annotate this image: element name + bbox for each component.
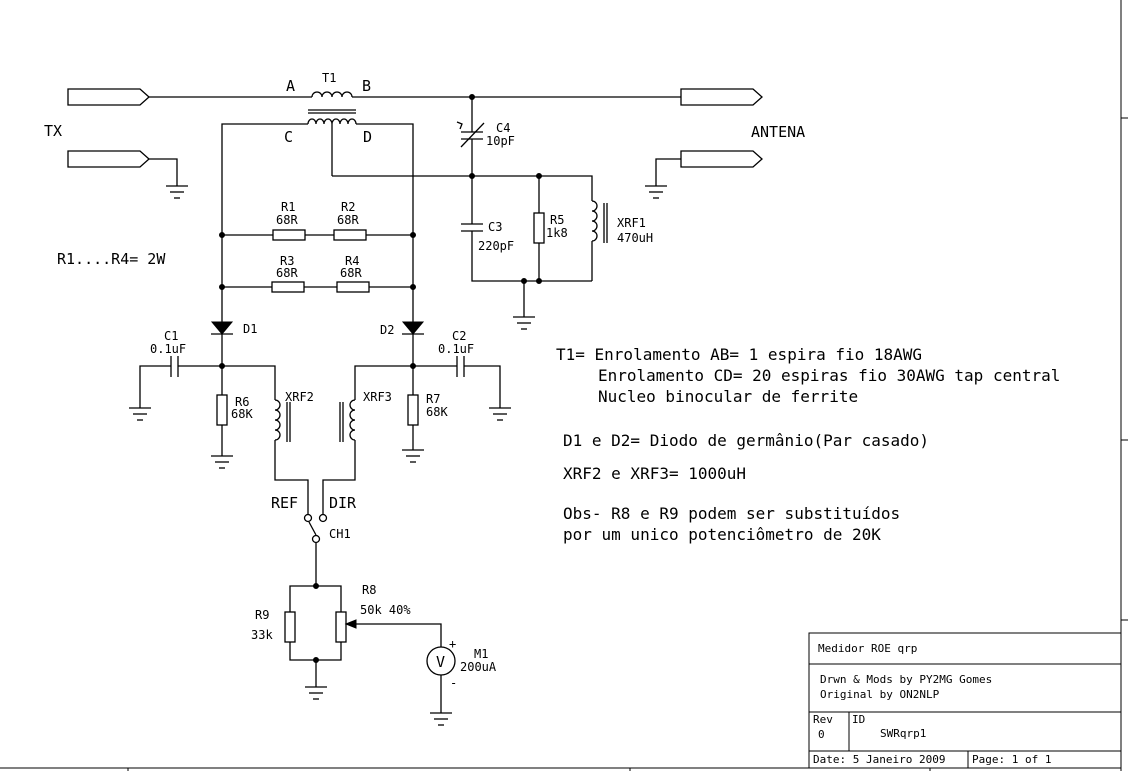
ground-symbol bbox=[513, 278, 542, 330]
title-block-id-value: SWRqrp1 bbox=[880, 727, 926, 740]
xrf2-ref-label: XRF2 bbox=[285, 390, 314, 404]
antena-port-signal bbox=[680, 88, 763, 106]
m1-value-label: 200uA bbox=[460, 660, 497, 674]
m1-ref-label: M1 bbox=[474, 647, 488, 661]
r8-wiper-arrow bbox=[344, 619, 442, 647]
c4-value-label: 10pF bbox=[486, 134, 515, 148]
note-t1-line1: T1= Enrolamento AB= 1 espira fio 18AWG bbox=[556, 345, 922, 364]
m1-plus-sign: + bbox=[449, 637, 456, 651]
r2-value-label: 68R bbox=[337, 213, 359, 227]
r7-value-label: 68K bbox=[426, 405, 448, 419]
r4-value-label: 68R bbox=[340, 266, 362, 280]
m1-symbol: V bbox=[436, 653, 445, 671]
tx-port-ground bbox=[67, 150, 178, 186]
note-obs-line1: Obs- R8 e R9 podem ser substituídos bbox=[563, 504, 900, 523]
ch1-switch bbox=[303, 513, 328, 586]
title-block-id-label: ID bbox=[852, 713, 865, 726]
note-t1-line3: Nucleo binocular de ferrite bbox=[598, 387, 858, 406]
title-block-original: Original by ON2NLP bbox=[820, 688, 940, 701]
notes-block: T1= Enrolamento AB= 1 espira fio 18AWG E… bbox=[556, 345, 1060, 544]
r6-resistor bbox=[211, 366, 233, 469]
t1-transformer bbox=[307, 91, 357, 176]
r9-ref-label: R9 bbox=[255, 608, 269, 622]
t1-terminal-b: B bbox=[362, 77, 371, 95]
note-chokes: XRF2 e XRF3= 1000uH bbox=[563, 464, 746, 483]
c4-trimmer-capacitor bbox=[456, 94, 485, 176]
r5-resistor bbox=[533, 176, 545, 281]
c3-capacitor bbox=[461, 176, 592, 282]
title-block-page: Page: 1 of 1 bbox=[972, 753, 1051, 766]
r9-value-label: 33k bbox=[251, 628, 273, 642]
title-block bbox=[808, 632, 1122, 769]
c2-capacitor bbox=[410, 356, 511, 421]
r8-ref-label: R8 bbox=[362, 583, 376, 597]
xrf1-value-label: 470uH bbox=[617, 231, 653, 245]
t1-terminal-d: D bbox=[363, 128, 372, 146]
ch1-ref-label: CH1 bbox=[329, 527, 351, 541]
r3-value-label: 68R bbox=[276, 266, 298, 280]
r5-ref-label: R5 bbox=[550, 213, 564, 227]
xrf1-ref-label: XRF1 bbox=[617, 216, 646, 230]
r4-ref-label: R4 bbox=[345, 254, 359, 268]
ch1-ref-text: REF bbox=[271, 494, 298, 512]
c3-ref-label: C3 bbox=[488, 220, 502, 234]
c3-value-label: 220pF bbox=[478, 239, 514, 253]
title-block-date: Date: 5 Janeiro 2009 bbox=[813, 753, 945, 766]
ground-symbol bbox=[645, 185, 667, 199]
r5-value-label: 1k8 bbox=[546, 226, 568, 240]
m1-voltmeter bbox=[426, 646, 456, 726]
d1-ref-label: D1 bbox=[243, 322, 257, 336]
xrf2-inductor bbox=[222, 365, 309, 514]
c4-ref-label: C4 bbox=[496, 121, 510, 135]
c1-value-label: 0.1uF bbox=[150, 342, 186, 356]
d2-ref-label: D2 bbox=[380, 323, 394, 337]
d2-diode bbox=[401, 321, 425, 366]
ground-symbol bbox=[166, 185, 188, 199]
title-block-rev-value: 0 bbox=[818, 728, 825, 741]
resistor-power-note: R1....R4= 2W bbox=[57, 250, 166, 268]
c1-ref-label: C1 bbox=[164, 329, 178, 343]
xrf1-inductor bbox=[591, 200, 608, 281]
xrf3-inductor bbox=[322, 365, 413, 514]
r7-resistor bbox=[402, 366, 424, 463]
title-block-drawn: Drwn & Mods by PY2MG Gomes bbox=[820, 673, 992, 686]
d1-diode bbox=[210, 321, 234, 366]
t1-ref-label: T1 bbox=[322, 71, 336, 85]
tx-port-signal bbox=[67, 88, 150, 106]
r7-ref-label: R7 bbox=[426, 392, 440, 406]
t1-terminal-c: C bbox=[284, 128, 293, 146]
antena-label: ANTENA bbox=[751, 123, 805, 141]
c2-value-label: 0.1uF bbox=[438, 342, 474, 356]
r3-ref-label: R3 bbox=[280, 254, 294, 268]
r1-value-label: 68R bbox=[276, 213, 298, 227]
r6-value-label: 68K bbox=[231, 407, 253, 421]
title-block-title: Medidor ROE qrp bbox=[818, 642, 917, 655]
antena-port-ground bbox=[655, 150, 763, 186]
r6-ref-label: R6 bbox=[235, 395, 249, 409]
ch1-dir-text: DIR bbox=[329, 494, 357, 512]
note-t1-line2: Enrolamento CD= 20 espiras fio 30AWG tap… bbox=[598, 366, 1060, 385]
note-diodes: D1 e D2= Diodo de germânio(Par casado) bbox=[563, 431, 929, 450]
c2-ref-label: C2 bbox=[452, 329, 466, 343]
title-block-rev-label: Rev bbox=[813, 713, 833, 726]
r8-value-label: 50k 40% bbox=[360, 603, 411, 617]
m1-minus-sign: - bbox=[450, 676, 457, 690]
r2-ref-label: R2 bbox=[341, 200, 355, 214]
r8-r9-network bbox=[284, 583, 347, 700]
t1-terminal-a: A bbox=[286, 77, 295, 95]
note-obs-line2: por um unico potenciômetro de 20K bbox=[563, 525, 881, 544]
r1-ref-label: R1 bbox=[281, 200, 295, 214]
r3-r4-branch bbox=[219, 281, 416, 293]
tx-label: TX bbox=[44, 122, 62, 140]
c1-capacitor bbox=[129, 356, 225, 421]
xrf3-ref-label: XRF3 bbox=[363, 390, 392, 404]
r1-r2-branch bbox=[219, 229, 416, 241]
